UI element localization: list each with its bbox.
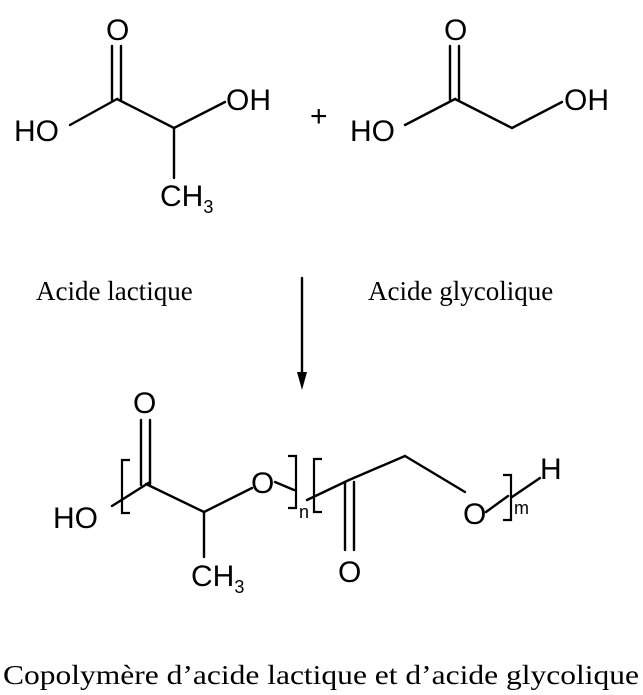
copolymer-terminal-hydrogen: H (540, 453, 562, 486)
subscript-n: n (299, 502, 309, 522)
copolymer-bond-end-bracket (484, 494, 510, 514)
copolymer-methyl: CH3 (191, 560, 244, 597)
lactic-carbonyl-oxygen: O (106, 14, 129, 47)
label-copolymer: Copolymère d’acide lactique et d’acide g… (3, 660, 639, 690)
lactic-bond-oh (172, 100, 227, 130)
glycolic-hydroxyl-right: OH (564, 84, 609, 117)
lactic-acid-structure: O HO OH CH3 (14, 14, 271, 217)
copolymer-bond-h (510, 476, 542, 499)
copolymer-bond-o (202, 486, 254, 514)
copolymer-hydroxyl: HO (53, 502, 98, 535)
copolymer-bond-ch (144, 482, 206, 514)
copolymer-ester-oxygen: O (251, 467, 274, 500)
bracket-n-open (120, 458, 130, 515)
lactic-bond-ho (68, 97, 119, 127)
copolymer-bond-c2 (305, 478, 351, 502)
copolymer-bond-o-end (403, 454, 467, 494)
copolymer-bond-ho (110, 480, 152, 508)
lactic-hydroxyl-left: HO (14, 115, 59, 148)
glycolic-bond-ch2 (453, 97, 514, 130)
glycolic-hydroxyl-left: HO (350, 115, 395, 148)
glycolic-acid-structure: O HO OH (350, 14, 609, 148)
glycolic-bond-ho (403, 97, 457, 127)
glycolic-bond-oh (510, 100, 564, 130)
plus-sign: + (310, 100, 328, 133)
copolymer-bond-o-bracket (273, 480, 296, 492)
glycolic-carbonyl-oxygen: O (444, 14, 467, 47)
label-lactic-acid: Acide lactique (36, 276, 193, 306)
copolymer-bond-ch2 (347, 454, 407, 482)
bracket-n-close (288, 454, 298, 510)
copolymer-carbonyl-oxygen-bottom: O (338, 556, 361, 589)
bracket-m-open (312, 457, 322, 514)
copolymer-carbonyl-oxygen-top: O (133, 387, 156, 420)
copolymer-structure: HO O CH3 O n O O m H (53, 387, 562, 597)
lactic-hydroxyl-right: OH (226, 84, 271, 117)
arrow-head (297, 372, 307, 390)
lactic-bond-c2 (115, 97, 176, 130)
label-glycolic-acid: Acide glycolique (368, 276, 553, 306)
copolymer-ether-oxygen-end: O (463, 498, 486, 531)
subscript-m: m (514, 498, 529, 518)
lactic-methyl: CH3 (160, 180, 213, 217)
reaction-arrow (297, 276, 307, 390)
